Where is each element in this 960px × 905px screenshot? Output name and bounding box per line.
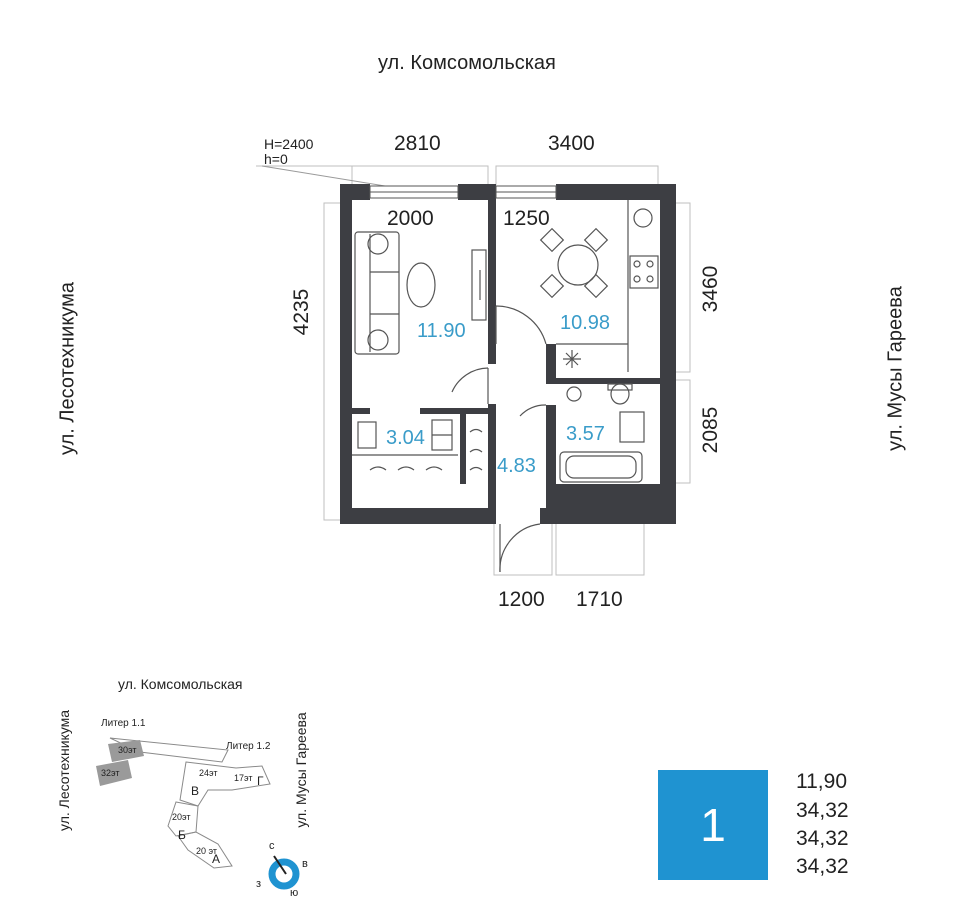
rooms-count-badge: 1 — [658, 770, 768, 880]
dim-bottom-right: 1710 — [576, 588, 623, 611]
dim-right-upper: 3460 — [699, 265, 722, 313]
room-area-bathroom: 3.57 — [566, 423, 605, 445]
site-street-left: ул. Лесотехникума — [56, 709, 72, 831]
floors-24: 24эт — [199, 768, 218, 778]
compass-east: в — [302, 858, 308, 870]
dim-inner-left: 2000 — [387, 207, 434, 230]
living-area-value: 11,90 — [796, 770, 847, 793]
dim-inner-right: 1250 — [503, 207, 550, 230]
area-value-3: 34,32 — [796, 827, 849, 850]
floors-20-b: 20эт — [172, 812, 191, 822]
height-note-line2: h=0 — [264, 151, 288, 167]
dim-bottom-left: 1200 — [498, 588, 545, 611]
street-right-label: ул. Мусы Гареева — [884, 286, 907, 451]
floors-20-a: 20 эт — [196, 846, 218, 856]
floors-32: 32эт — [101, 768, 120, 778]
section-v: В — [191, 784, 200, 798]
room-area-wardrobe: 3.04 — [386, 427, 425, 449]
height-note-line1: H=2400 — [264, 136, 314, 152]
area-summary: 11,90 34,32 34,32 34,32 — [796, 770, 946, 883]
compass-north: с — [269, 840, 275, 852]
section-a: А — [212, 852, 221, 866]
section-g: Г — [257, 774, 264, 788]
compass-south: ю — [290, 887, 299, 899]
floors-17: 17эт — [234, 773, 253, 783]
room-area-living: 11.90 — [417, 320, 466, 342]
compass-west: з — [256, 878, 262, 890]
ceiling-height-note: H=2400 h=0 — [264, 137, 313, 167]
room-area-kitchen: 10.98 — [560, 312, 611, 334]
liter-1-1-label: Литер 1.1 — [101, 718, 146, 729]
section-b: Б — [178, 828, 186, 842]
dim-left-side: 4235 — [290, 288, 313, 336]
site-street-top: ул. Комсомольская — [118, 676, 243, 692]
site-map-drawing — [96, 737, 300, 890]
site-map — [80, 700, 320, 900]
floors-30: 30эт — [118, 745, 137, 755]
room-area-hall: 4.83 — [497, 455, 536, 477]
dim-right-lower: 2085 — [699, 406, 722, 454]
dim-top-left: 2810 — [394, 132, 441, 155]
area-value-4: 34,32 — [796, 855, 849, 878]
total-area-value: 34,32 — [796, 799, 849, 822]
liter-1-2-label: Литер 1.2 — [226, 741, 271, 752]
street-top-label: ул. Комсомольская — [378, 52, 556, 74]
street-left-label: ул. Лесотехникума — [56, 282, 79, 455]
dim-top-right: 3400 — [548, 132, 595, 155]
